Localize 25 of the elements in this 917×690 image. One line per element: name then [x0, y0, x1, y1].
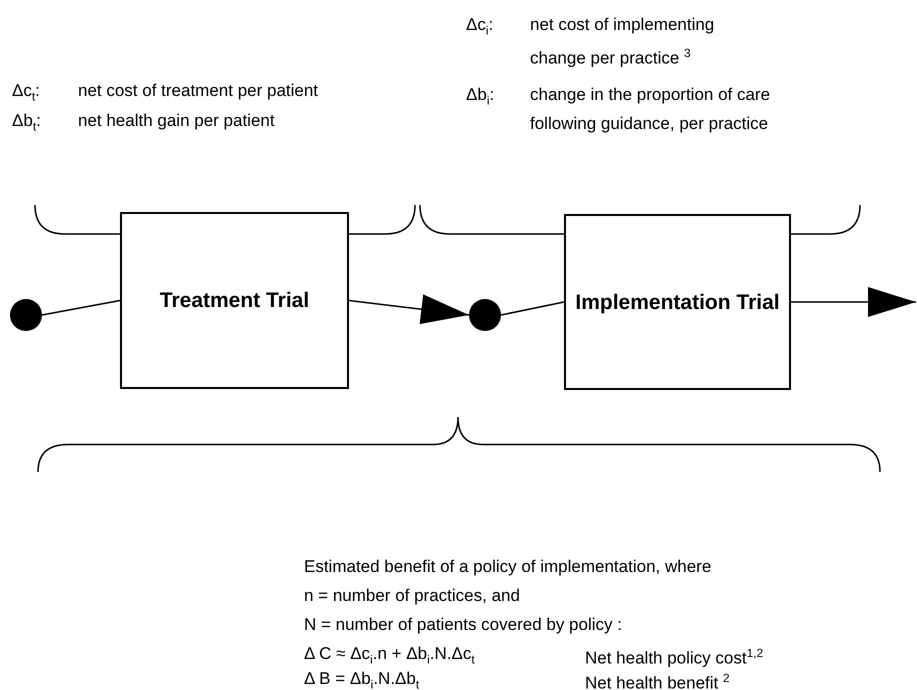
- connector-line: [42, 300, 120, 316]
- node-label: Implementation Trial: [575, 290, 780, 316]
- annotation-text: Δb$_{t}$:: [12, 110, 41, 136]
- annotation-text: net cost of treatment per patient: [78, 80, 318, 102]
- annotation-text: Δc$_{t}$:: [12, 80, 40, 106]
- annotation-text: n = number of practices, and: [304, 585, 520, 607]
- annotation-text: net health gain per patient: [78, 110, 275, 132]
- start-dot: [469, 299, 501, 331]
- annotation-text: Δ C ≈ Δc$_{i}$.n + Δb$_{i}$.N.Δc$_{t}$: [304, 643, 475, 668]
- process-box: [120, 212, 349, 389]
- arrow: [791, 287, 916, 317]
- annotation-text: Δ B = Δb$_{i}$.N.Δb$_{t}$: [304, 668, 420, 690]
- process-box: [564, 214, 791, 390]
- arrow: [348, 294, 470, 324]
- annotation-text: Δb$_{i}$:: [466, 84, 494, 110]
- connector-line: [500, 301, 564, 316]
- annotation-text: Net health benefit $^{2}$: [585, 670, 730, 690]
- annotation-text: change in the proportion of care following guidance, per practice: [530, 84, 772, 135]
- annotation-text: N = number of patients covered by policy :: [304, 614, 622, 636]
- annotation-text: Estimated benefit of a policy of implementation, where: [304, 556, 712, 578]
- annotation-text: Δc$_{i}$:: [466, 14, 494, 40]
- annotation-text: net cost of implementing change per practice $^{3}$: [530, 14, 716, 70]
- node-label: Treatment Trial: [160, 288, 310, 314]
- annotation-text: Net health policy cost$^{1,2}$: [585, 645, 764, 670]
- start-dot: [10, 299, 42, 331]
